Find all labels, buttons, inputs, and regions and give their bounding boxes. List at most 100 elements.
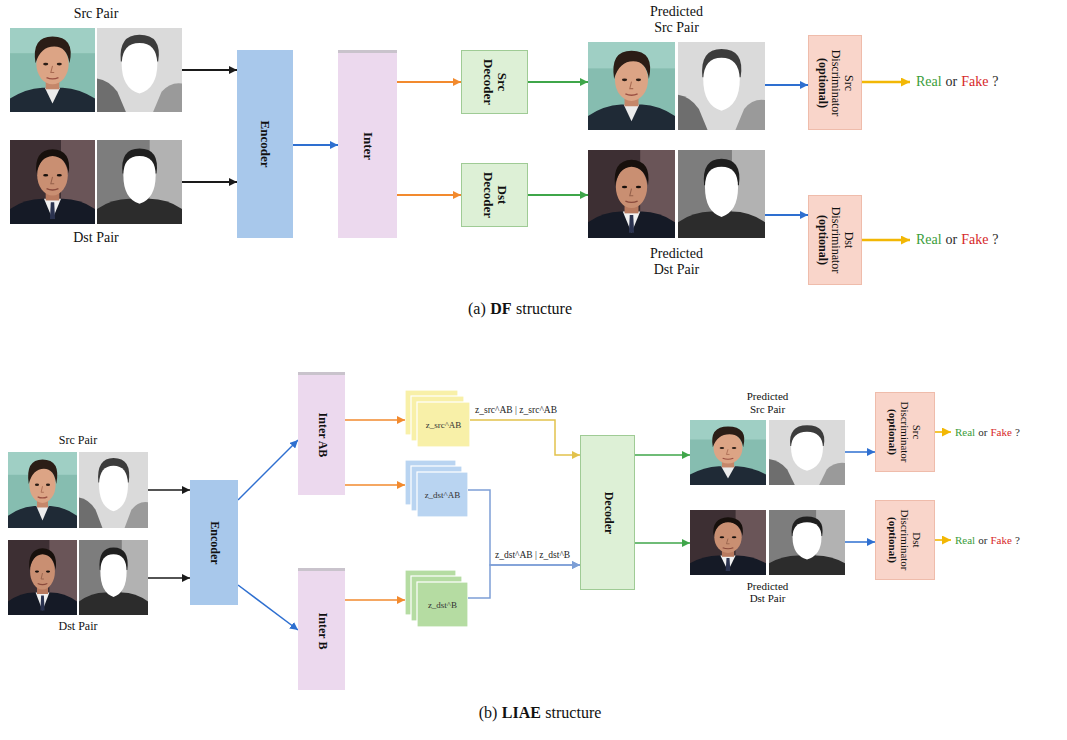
decoder-block: Decoder bbox=[580, 435, 635, 590]
flow-arrow bbox=[397, 194, 461, 196]
dst-mask-photo bbox=[769, 510, 845, 575]
flow-arrow bbox=[238, 440, 298, 500]
feature-channel bbox=[417, 402, 470, 447]
pair-heading: Predicted Src Pair bbox=[643, 4, 711, 36]
verdict-word: Fake bbox=[991, 426, 1012, 439]
src-mask-photo bbox=[769, 420, 845, 485]
text-group: RealorFake? bbox=[916, 232, 998, 248]
image-pair: Predicted Dst Pair bbox=[690, 510, 845, 605]
verdict-arrow bbox=[935, 431, 951, 433]
verdict-word: Real bbox=[916, 74, 942, 90]
verdict-word: ? bbox=[1015, 426, 1020, 439]
discriminator-block: Dst Discriminator(optional) bbox=[808, 195, 862, 285]
block-label: (optional) bbox=[815, 40, 828, 125]
label-wrap: Dst Discriminator(optional) bbox=[887, 505, 923, 575]
block-label: Decoder bbox=[601, 440, 614, 585]
edge-label: z_dst^AB | z_dst^B bbox=[494, 550, 571, 560]
flow-arrow bbox=[765, 214, 808, 216]
flow-arrow bbox=[148, 577, 190, 579]
decoder-block: Src Decoder bbox=[461, 50, 528, 114]
verdict-word: Real bbox=[916, 232, 942, 248]
image-pair: Dst Pair bbox=[10, 140, 182, 246]
sub-caption: structure bbox=[516, 300, 572, 318]
discriminator-block: Dst Discriminator(optional) bbox=[875, 500, 935, 580]
verdict-word: ? bbox=[992, 74, 998, 90]
verdict-word: or bbox=[946, 74, 958, 90]
inter-block: Inter bbox=[338, 50, 397, 238]
flow-arrow bbox=[845, 451, 875, 453]
flow-arrow bbox=[345, 484, 405, 486]
decoder-block: Dst Decoder bbox=[461, 163, 528, 227]
flow-arrow bbox=[528, 194, 588, 196]
feature-label: z_dst^B bbox=[428, 600, 457, 610]
block-label: Encoder bbox=[258, 55, 272, 233]
verdict-word: Real bbox=[955, 534, 975, 547]
verdict-word: Fake bbox=[961, 232, 988, 248]
dst-face-photo bbox=[588, 150, 675, 238]
verdict-arrow bbox=[935, 539, 951, 541]
block-label: (optional) bbox=[887, 397, 899, 467]
feature-stack bbox=[405, 390, 470, 447]
flow-arrow bbox=[528, 81, 588, 83]
src-face-photo bbox=[588, 42, 675, 130]
flow-arrow bbox=[635, 454, 690, 456]
block-label: (optional) bbox=[815, 200, 828, 280]
dst-mask-photo bbox=[97, 140, 182, 224]
pair-heading: Src Pair bbox=[8, 434, 148, 448]
flow-arrow bbox=[468, 565, 580, 598]
verdict-arrow bbox=[862, 239, 910, 242]
feature-channel bbox=[417, 472, 468, 517]
edge-label: z_src^AB | z_src^AB bbox=[474, 405, 558, 415]
flow-arrow bbox=[470, 420, 580, 455]
dst-face-photo bbox=[8, 540, 77, 615]
sub-caption: LIAE bbox=[502, 704, 541, 722]
block-label: Src Decoder bbox=[480, 55, 509, 109]
sub-caption: DF bbox=[490, 300, 511, 318]
pair-heading: Dst Pair bbox=[10, 230, 182, 246]
sub-caption: (b) bbox=[479, 704, 498, 722]
flow-arrow bbox=[635, 542, 690, 544]
block-label: Inter B bbox=[315, 575, 328, 687]
verdict-word: Real bbox=[955, 426, 975, 439]
image-pair: Src Pair bbox=[10, 6, 182, 112]
verdict-word: ? bbox=[992, 232, 998, 248]
block-label: Encoder bbox=[207, 485, 220, 600]
text-group: (b)LIAEstructure bbox=[479, 704, 602, 722]
block-label: Inter bbox=[360, 57, 374, 235]
feature-stack bbox=[405, 570, 468, 627]
flow-arrow bbox=[238, 585, 298, 630]
discriminator-block: Src Discriminator(optional) bbox=[808, 35, 862, 130]
label-wrap: Src Discriminator(optional) bbox=[815, 40, 855, 125]
dst-face-photo bbox=[10, 140, 95, 224]
label-wrap: Inter B bbox=[315, 575, 328, 687]
image-pair: Predicted Src Pair bbox=[690, 390, 845, 485]
feature-channel bbox=[417, 582, 468, 627]
dst-mask-photo bbox=[79, 540, 148, 615]
label-wrap: Inter bbox=[360, 57, 374, 235]
pair-heading: Src Pair bbox=[10, 6, 182, 22]
label-wrap: Dst Discriminator(optional) bbox=[815, 200, 855, 280]
image-pair: Predicted Dst Pair bbox=[588, 150, 765, 278]
label-wrap: Decoder bbox=[601, 440, 614, 585]
feature-label: z_dst^AB bbox=[425, 490, 461, 500]
flow-arrow bbox=[397, 81, 461, 83]
src-mask-photo bbox=[97, 28, 182, 112]
sub-caption: (a) bbox=[468, 300, 486, 318]
block-label: (optional) bbox=[887, 505, 899, 575]
block-label: Src Discriminator bbox=[899, 397, 923, 467]
text-group: RealorFake? bbox=[955, 426, 1020, 439]
pair-heading: Dst Pair bbox=[8, 620, 148, 634]
block-label: Dst Decoder bbox=[480, 168, 509, 222]
flow-arrow bbox=[293, 144, 338, 146]
flow-arrow bbox=[345, 599, 405, 601]
pair-heading: Predicted Dst Pair bbox=[741, 580, 795, 605]
inter-block: Inter AB bbox=[298, 372, 345, 495]
inter-block: Inter B bbox=[298, 568, 345, 690]
flow-arrow bbox=[468, 490, 580, 565]
block-label: Dst Discriminator bbox=[828, 200, 854, 280]
label-wrap: Src Decoder bbox=[480, 55, 509, 109]
flow-arrow bbox=[148, 489, 190, 491]
